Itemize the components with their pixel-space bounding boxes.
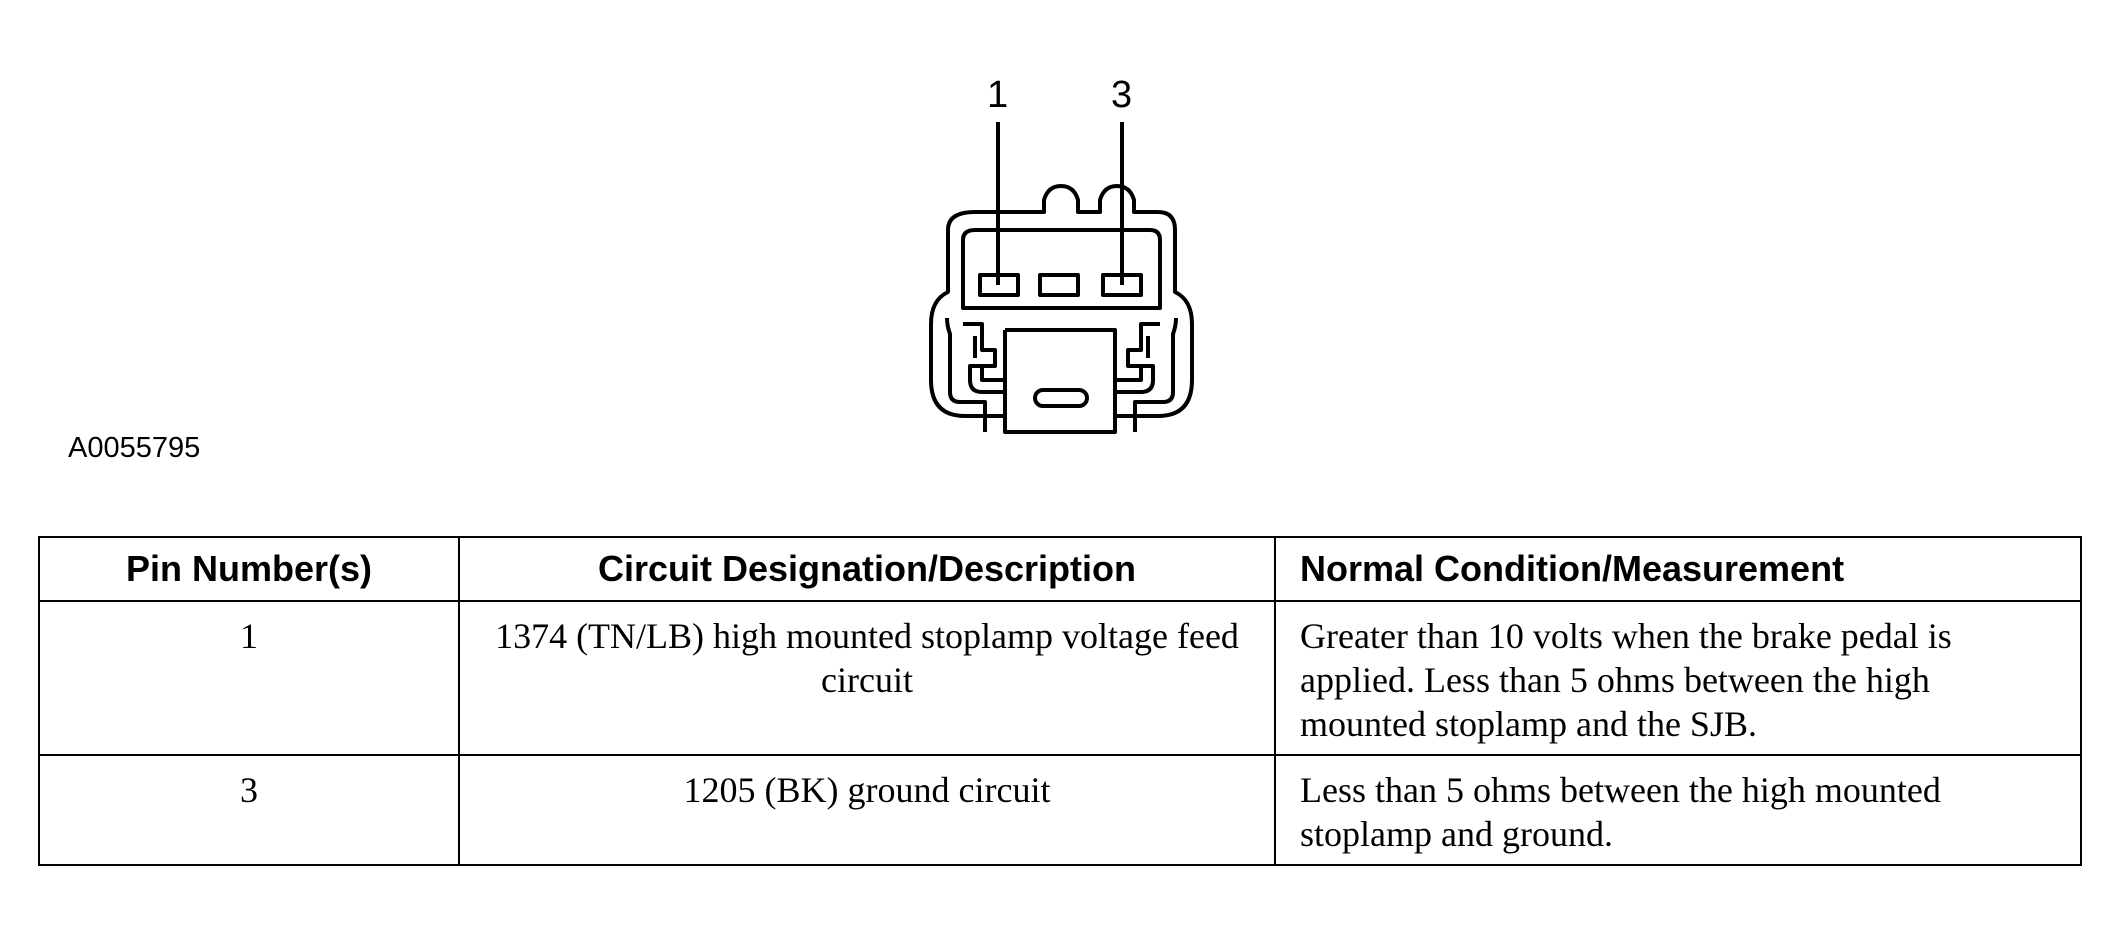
- pin-cavity-3: [1101, 273, 1143, 297]
- left-lock-inner: [973, 336, 1005, 382]
- table-row: 3 1205 (BK) ground circuit Less than 5 o…: [38, 754, 2082, 866]
- right-lock-inner: [1115, 336, 1150, 382]
- table-header-row: Pin Number(s) Circuit Designation/Descri…: [38, 536, 2082, 602]
- lower-body-outline: [945, 317, 987, 432]
- latch-outline: [1003, 328, 1117, 416]
- connector-housing-outline: [929, 184, 1194, 434]
- cell-circuit: 1205 (BK) ground circuit: [458, 754, 1276, 866]
- header-condition: Normal Condition/Measurement: [1274, 536, 2082, 602]
- pin-3-label: 3: [1111, 74, 1133, 116]
- figure-id: A0055795: [68, 432, 201, 464]
- cell-pin: 1: [38, 600, 460, 756]
- latch-release-slot: [1033, 388, 1089, 408]
- header-circuit: Circuit Designation/Description: [458, 536, 1276, 602]
- left-lock-detail: [963, 322, 1005, 394]
- cell-condition: Less than 5 ohms between the high mounte…: [1274, 754, 2082, 866]
- cell-circuit: 1374 (TN/LB) high mounted stoplamp volta…: [458, 600, 1276, 756]
- pin-table: Pin Number(s) Circuit Designation/Descri…: [38, 536, 2082, 866]
- connector-drawing: [929, 122, 1194, 434]
- lower-body-outline-right: [1133, 317, 1178, 432]
- upper-recess: [961, 228, 1162, 310]
- pin-cavity-2: [1038, 273, 1080, 297]
- pin-1-label: 1: [987, 74, 1009, 116]
- connector-diagram: 1 3 A00557: [68, 74, 1194, 464]
- table-row: 1 1374 (TN/LB) high mounted stoplamp vol…: [38, 600, 2082, 756]
- right-lock-detail: [1115, 322, 1160, 394]
- cell-pin: 3: [38, 754, 460, 866]
- cell-condition: Greater than 10 volts when the brake ped…: [1274, 600, 2082, 756]
- pin-cavity-1: [978, 273, 1020, 297]
- header-pin-number: Pin Number(s): [38, 536, 460, 602]
